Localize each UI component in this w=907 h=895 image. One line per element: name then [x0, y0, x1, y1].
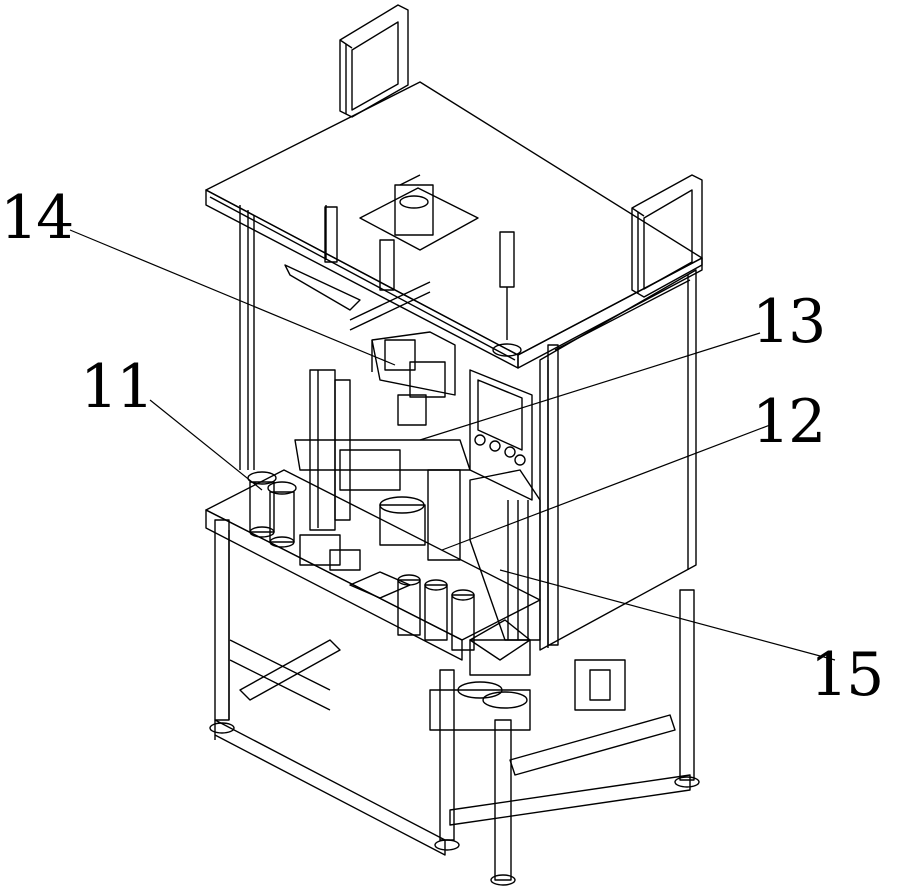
- discharge-chute: [470, 470, 540, 640]
- callout-label-15: 15: [810, 645, 882, 705]
- feeder-spools: [248, 472, 296, 547]
- right-side-panel: [540, 270, 696, 650]
- leader-line-14: [70, 230, 395, 365]
- callout-label-13: 13: [752, 292, 824, 352]
- leader-line-15: [500, 570, 835, 660]
- callout-label-11: 11: [80, 357, 152, 417]
- leader-line-13: [420, 333, 760, 440]
- front-cylinders: [300, 535, 530, 675]
- leader-line-11: [150, 400, 262, 490]
- control-panel: [470, 370, 532, 500]
- lower-frame: [210, 520, 699, 885]
- callout-label-12: 12: [752, 392, 824, 452]
- top-cover-panel: [206, 82, 702, 368]
- top-left-lifting-bracket: [340, 5, 408, 117]
- callout-label-14: 14: [0, 188, 72, 248]
